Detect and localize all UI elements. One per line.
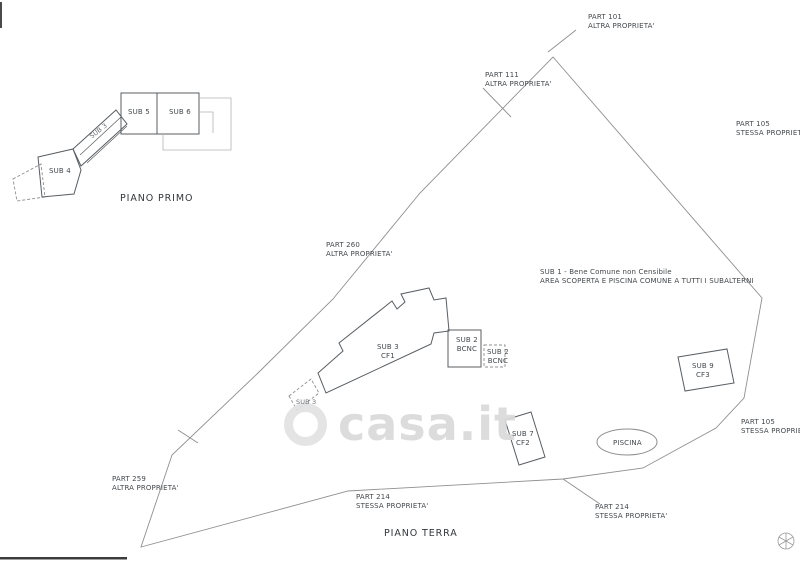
parcel-ownership: STESSA PROPRIETA' — [741, 427, 800, 436]
label-part-111: PART 111 ALTRA PROPRIETA' — [485, 71, 552, 89]
building-sub2-bcnc — [447, 329, 482, 368]
parcel-id: PART 260 — [326, 241, 360, 249]
pool-piscina — [596, 428, 658, 456]
sheet-marks — [0, 2, 127, 560]
building-sub3-cf1 — [317, 287, 450, 394]
label-part-259: PART 259 ALTRA PROPRIETA' — [112, 475, 179, 493]
label-sub2-bcnc-outer: SUB 2 BCNC — [487, 348, 509, 366]
label-part-214-left: PART 214 STESSA PROPRIETA' — [356, 493, 428, 511]
unit-code: BCNC — [456, 345, 478, 354]
unit-code: CF2 — [515, 439, 530, 448]
parcel-ownership: ALTRA PROPRIETA' — [485, 80, 552, 89]
sheet-mark-top-left — [0, 2, 2, 28]
building-sub9-cf3 — [677, 348, 735, 392]
compass-decoration-icon — [777, 532, 795, 550]
boundary-tick-west — [177, 429, 199, 444]
building-sub4 — [37, 148, 82, 198]
unit-id: SUB 3 — [377, 343, 399, 351]
parcel-id: PART 105 — [741, 418, 775, 426]
label-sub7-cf2: SUB 7 CF2 — [512, 430, 534, 448]
unit-code: CF3 — [695, 371, 710, 380]
label-sub3-porch: SUB 3 — [296, 398, 316, 407]
label-sub4: SUB 4 — [49, 167, 71, 176]
building-sub3-stair — [72, 109, 128, 167]
unit-id: SUB 5 — [128, 108, 150, 116]
label-sub2-bcnc-inner: SUB 2 BCNC — [456, 336, 478, 354]
unit-id: SUB 2 — [456, 336, 478, 344]
label-part-105-right: PART 105 STESSA PROPRIETA' — [741, 418, 800, 436]
unit-id: SUB 2 — [487, 348, 509, 356]
unit-code: CF1 — [380, 352, 395, 361]
note-line-1: SUB 1 - Bene Comune non Censibile — [540, 268, 672, 276]
boundary-branch-southeast — [562, 478, 601, 505]
piano-terra-title: PIANO TERRA — [384, 528, 458, 539]
dashed-outlines — [12, 163, 506, 411]
parcel-id: PART 105 — [736, 120, 770, 128]
label-part-260: PART 260 ALTRA PROPRIETA' — [326, 241, 393, 259]
parcel-ownership: STESSA PROPRIETA' — [736, 129, 800, 138]
casa-it-logo-ring-icon — [284, 402, 327, 446]
building-sub6 — [156, 92, 200, 135]
unit-id: SUB 6 — [169, 108, 191, 116]
watermark-text: casa.it — [338, 397, 517, 451]
unit-id: SUB 3 — [296, 398, 317, 406]
label-part-105-top: PART 105 STESSA PROPRIETA' — [736, 120, 800, 138]
buildings-ground-floor — [317, 287, 735, 466]
pool-label: PISCINA — [613, 439, 642, 447]
casa-it-watermark: casa.it — [284, 401, 517, 447]
boundary-extension-north — [547, 29, 577, 53]
label-sub9-cf3: SUB 9 CF3 — [692, 362, 714, 380]
parcel-id: PART 259 — [112, 475, 146, 483]
parcel-id: PART 214 — [595, 503, 629, 511]
label-sub1-common-area-note: SUB 1 - Bene Comune non Censibile AREA S… — [540, 268, 754, 286]
dashed-sub2-annex — [483, 344, 506, 368]
note-line-2: AREA SCOPERTA E PISCINA COMUNE A TUTTI I… — [540, 277, 754, 286]
label-part-214-right: PART 214 STESSA PROPRIETA' — [595, 503, 667, 521]
first-floor-bump-outline — [199, 111, 214, 133]
building-sub7-cf2 — [504, 411, 546, 466]
parcel-id: PART 101 — [588, 13, 622, 21]
label-sub6: SUB 6 — [169, 108, 191, 117]
unit-code: BCNC — [487, 357, 509, 366]
parcel-ownership: ALTRA PROPRIETA' — [326, 250, 393, 259]
parcel-ownership: STESSA PROPRIETA' — [356, 502, 429, 511]
unit-id: SUB 7 — [512, 430, 534, 438]
unit-id: SUB 4 — [49, 167, 71, 175]
parcel-boundaries — [140, 29, 763, 548]
sheet-mark-bottom-left — [0, 557, 127, 560]
parcel-id: PART 111 — [485, 71, 519, 79]
stair-lines — [79, 116, 128, 164]
buildings-first-floor — [37, 92, 200, 198]
parcel-ownership: STESSA PROPRIETA' — [595, 512, 668, 521]
label-sub5: SUB 5 — [128, 108, 150, 117]
piano-primo-title: PIANO PRIMO — [120, 193, 194, 204]
label-sub3-cf1: SUB 3 CF1 — [377, 343, 399, 361]
parcel-boundary-main — [140, 56, 763, 548]
label-piscina: PISCINA — [613, 439, 642, 448]
parcel-id: PART 214 — [356, 493, 390, 501]
label-part-101: PART 101 ALTRA PROPRIETA' — [588, 13, 655, 31]
parcel-ownership: ALTRA PROPRIETA' — [588, 22, 655, 31]
compass-lines — [778, 533, 794, 549]
thin-outline-first-floor — [162, 97, 232, 151]
unit-id: SUB 9 — [692, 362, 714, 370]
boundary-tick-part-111 — [482, 87, 512, 118]
parcel-ownership: ALTRA PROPRIETA' — [112, 484, 179, 493]
first-floor-extension-outline — [162, 97, 232, 151]
